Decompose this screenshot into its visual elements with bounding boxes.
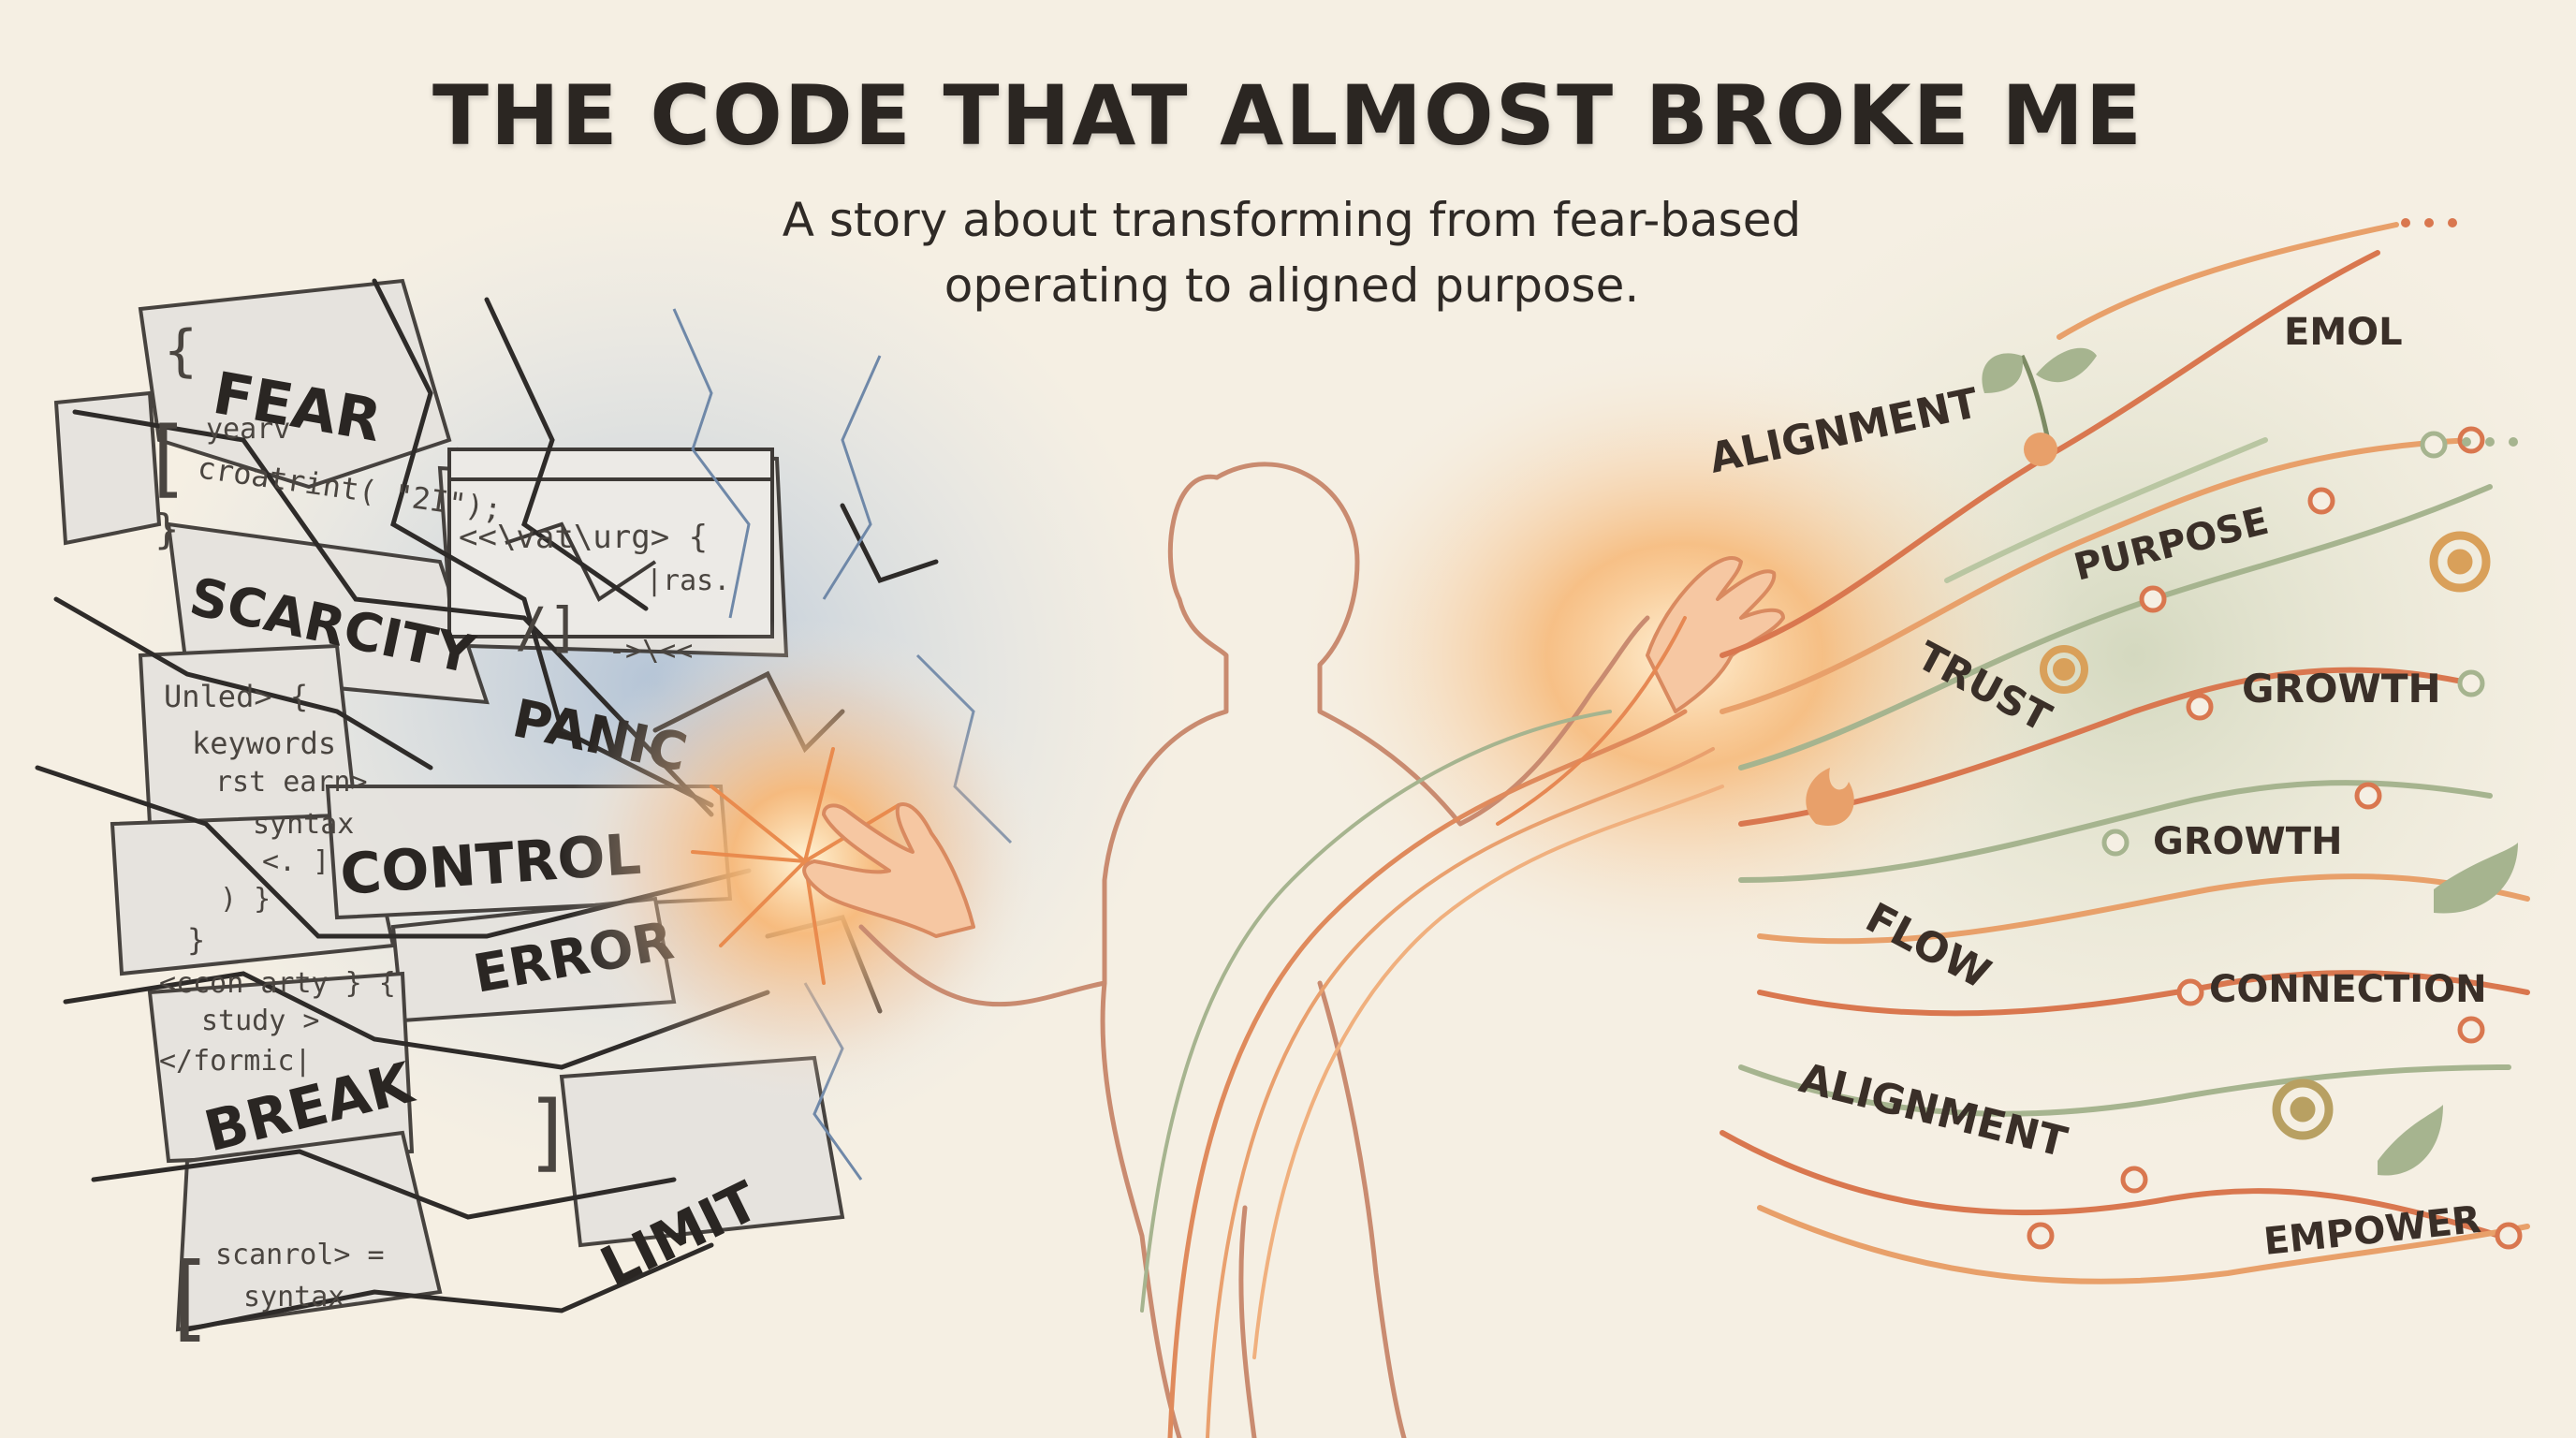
code-fragment: { [164,318,198,384]
code-fragment: } [187,922,205,958]
human-figure [858,462,1650,1438]
gear-icon [2040,645,2088,694]
code-fragment: Unled> { [164,679,308,714]
page-title: THE CODE THAT ALMOST BROKE ME [432,67,2144,164]
page-subtitle: A story about transforming from fear-bas… [782,193,1802,313]
code-fragment: <. ] [262,845,329,878]
flow-lines [1140,616,1724,1438]
code-fragment: } [154,506,180,553]
code-fragment: ] [524,1083,575,1181]
broken-window-icon [447,448,774,638]
code-fragment: syntax [243,1281,344,1313]
aligned-word: EMOL [2284,311,2403,354]
code-fragment: study > [201,1005,319,1037]
left-hand [802,802,975,938]
code-fragment: [ [140,409,191,507]
code-fragment: </formic| [159,1045,312,1078]
dotted-trails [2401,218,2518,447]
leaf-icon [2378,1105,2443,1176]
code-fragment: /] [515,595,580,659]
path-nodes [2027,426,2523,1250]
code-fragment: ) } [220,883,271,916]
code-fragment: scanrol> = [215,1239,385,1271]
code-fragment: <<\vat\urg> { [459,519,708,556]
sprout-icon [1982,347,2097,466]
aligned-word: GROWTH [2242,666,2441,712]
aligned-word: CONNECTION [2209,968,2487,1011]
code-fragment: rst earn> [215,766,368,799]
aligned-word: GROWTH [2153,820,2343,863]
code-fragment: keywords [192,726,336,761]
gear-icon [2429,531,2491,593]
leaf-icon [2434,843,2518,914]
code-fragment: syntax [253,808,354,841]
code-fragment: [ [159,1242,215,1352]
flame-icon [1806,768,1854,826]
code-fragment: |ras. [646,565,730,597]
code-fragment: yearv [206,413,290,446]
code-fragment: <ccon-arty } { [159,967,396,1000]
gear-icon [2272,1078,2334,1140]
